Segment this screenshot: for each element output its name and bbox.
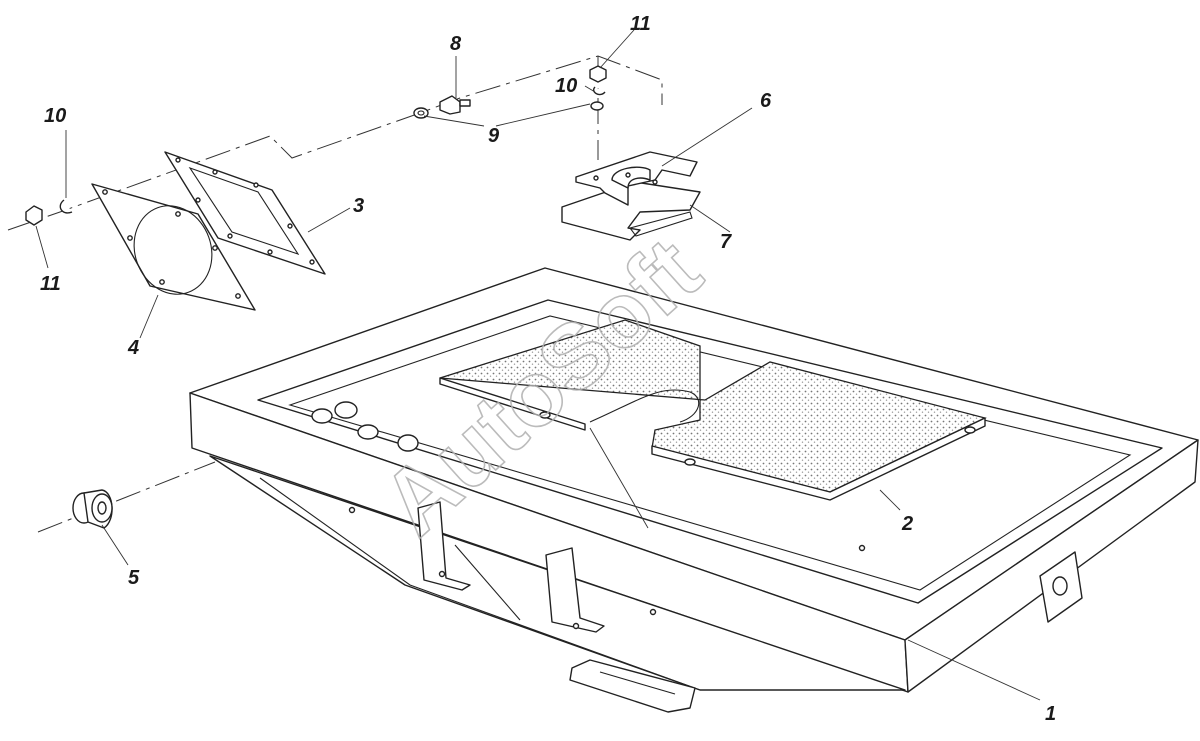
part-1-tray [189, 267, 1199, 713]
callout-labels: 1 2 3 4 5 6 7 8 9 10 10 11 11 [40, 13, 1056, 725]
part-8-bolt [439, 95, 471, 115]
part-3-frame-gasket [164, 151, 326, 275]
callout-10-top: 10 [555, 75, 577, 97]
part-4-flange-plate [91, 183, 256, 311]
part-6-upper-plate [575, 151, 698, 206]
callout-1: 1 [1045, 703, 1056, 725]
part-10-washers [59, 86, 606, 214]
callout-10-left: 10 [44, 105, 66, 127]
callout-4: 4 [127, 337, 139, 359]
callout-leaders [35, 29, 1041, 701]
part-9-nut [413, 107, 429, 119]
callout-5: 5 [128, 567, 140, 589]
part-7-lower-plate [561, 181, 701, 241]
callout-3: 3 [353, 195, 364, 217]
part-5-bushing [72, 489, 113, 529]
part-11-nuts [25, 65, 607, 226]
part-2-cover-plate [439, 319, 987, 529]
callout-11-left: 11 [40, 273, 61, 295]
callout-2: 2 [901, 513, 913, 535]
callout-11-top: 11 [630, 13, 651, 35]
callout-7: 7 [720, 231, 732, 253]
callout-8: 8 [450, 33, 462, 55]
callout-6: 6 [760, 90, 772, 112]
callout-9: 9 [488, 125, 500, 147]
